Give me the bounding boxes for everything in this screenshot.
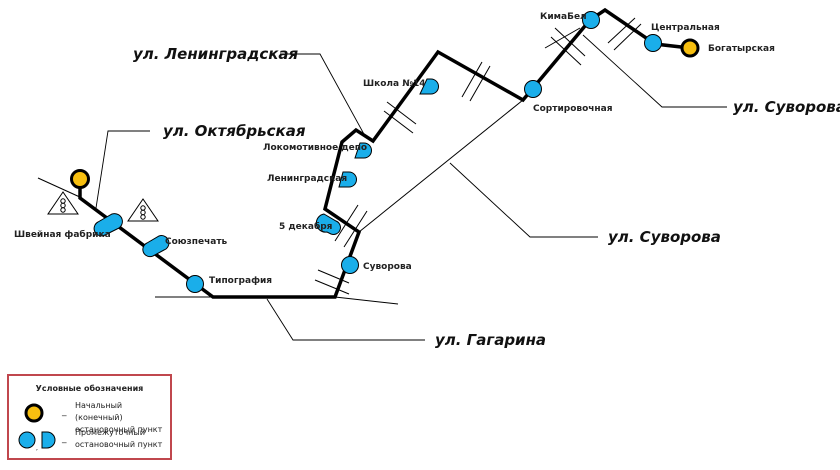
crosswalk-mark	[613, 23, 642, 51]
leader-gagarina	[266, 298, 425, 341]
stop-label-bogatyrskaya: Богатырская	[708, 44, 775, 54]
stop-marker-soyuzpechat[interactable]	[142, 235, 170, 258]
leader-oktyabrskaya	[95, 130, 150, 209]
stop-label-5-dekabrya: 5 декабря	[279, 221, 333, 232]
street-line-oktyabrskaya-edge	[37, 177, 83, 199]
stop-marker-suvorova[interactable]	[341, 256, 359, 274]
stop-marker-bogatyrskaya[interactable]	[680, 38, 700, 58]
street-label-suvorova-mid: ул. Суворова	[608, 228, 721, 246]
stop-marker-shkola-14[interactable]	[419, 78, 439, 95]
leader-leningradskaya	[280, 53, 366, 137]
stop-marker-sortirovochnaya[interactable]	[524, 80, 542, 98]
stop-label-suvorova: Суворова	[363, 262, 412, 272]
crosswalk-mark	[314, 279, 350, 295]
street-line-crossing-kimabel	[544, 27, 581, 49]
leader-suvorova-top	[582, 34, 727, 108]
legend-terminal-line2: остановочный пункт	[75, 425, 163, 434]
crosswalk-mark	[550, 36, 582, 66]
leader-suvorova-mid	[449, 162, 598, 238]
traffic-light-sign	[127, 198, 159, 222]
stop-marker-shveinaya-fabrika[interactable]	[93, 213, 123, 237]
stop-marker-tipografiya[interactable]	[186, 275, 204, 293]
legend-intermediate-half-icon	[41, 431, 56, 449]
crosswalk-mark	[386, 101, 417, 125]
stop-marker-5-dekabrya[interactable]	[315, 213, 341, 235]
stop-marker-lokomotivnoe-depo[interactable]	[354, 142, 372, 159]
traffic-light-sign	[47, 191, 79, 215]
street-label-suvorova-top: ул. Суворова	[733, 98, 840, 116]
stop-label-lokomotivnoe-depo: Локомотивное депо	[263, 143, 367, 153]
crosswalk-mark	[383, 110, 414, 134]
street-label-oktyabrskaya: ул. Октябрьская	[163, 122, 306, 140]
stop-marker-centralnaya[interactable]	[644, 34, 662, 52]
crosswalk-mark	[317, 269, 350, 284]
terminal-stop-start[interactable]	[70, 169, 90, 189]
legend-terminal-icon	[24, 403, 44, 423]
stop-marker-kimabel[interactable]	[582, 11, 600, 29]
legend-title: Условные обозначения	[35, 384, 144, 393]
crosswalk-mark	[461, 61, 483, 98]
crosswalk-mark	[469, 65, 491, 102]
street-label-gagarina: ул. Гагарина	[435, 331, 546, 349]
bus-route-line	[78, 7, 691, 299]
legend-intermediate-circle-icon	[18, 431, 36, 449]
legend-intermediate-line1: Промежуточный	[75, 428, 145, 437]
crosswalk-mark	[334, 204, 359, 242]
stop-label-sortirovochnaya: Сортировочная	[533, 104, 613, 114]
legend-terminal-line1: Начальный (конечный)	[75, 401, 123, 422]
crosswalks	[314, 17, 642, 295]
legend-dash-intermediate: _	[62, 434, 67, 444]
stop-label-tipografiya: Типография	[209, 276, 272, 286]
stop-label-shkola-14: Школа №14	[363, 79, 426, 89]
crosswalk-mark	[607, 17, 636, 44]
crosswalk-mark	[343, 210, 368, 248]
street-label-leningradskaya: ул. Ленинградская	[133, 45, 299, 63]
legend-text-intermediate: Промежуточный остановочный пункт	[75, 427, 162, 451]
stop-marker-leningradskaya[interactable]	[338, 171, 357, 188]
legend-comma: ,	[36, 445, 38, 452]
legend-symbols: ,	[18, 403, 56, 452]
street-lines	[37, 27, 581, 305]
stop-label-leningradskaya: Ленинградская	[267, 174, 347, 184]
stop-label-shveinaya-fabrika: Швейная фабрика	[14, 229, 111, 240]
street-line-gagarina-right	[334, 296, 399, 305]
legend-intermediate-line2: остановочный пункт	[75, 440, 163, 449]
stop-label-centralnaya: Центральная	[651, 23, 720, 33]
stops-layer	[93, 11, 700, 293]
leader-lines	[95, 34, 727, 341]
legend-text-terminal: Начальный (конечный) остановочный пункт	[75, 400, 170, 436]
stop-label-soyuzpechat: Союзпечать	[165, 237, 228, 247]
legend-box: Условные обозначения , _ Начальный (коне…	[7, 374, 172, 460]
legend-dash-terminal: _	[62, 407, 67, 417]
crosswalk-mark	[554, 27, 586, 57]
stop-label-kimabel: КимаБел	[540, 12, 587, 22]
street-line-suvorova-diagonal	[358, 99, 524, 233]
